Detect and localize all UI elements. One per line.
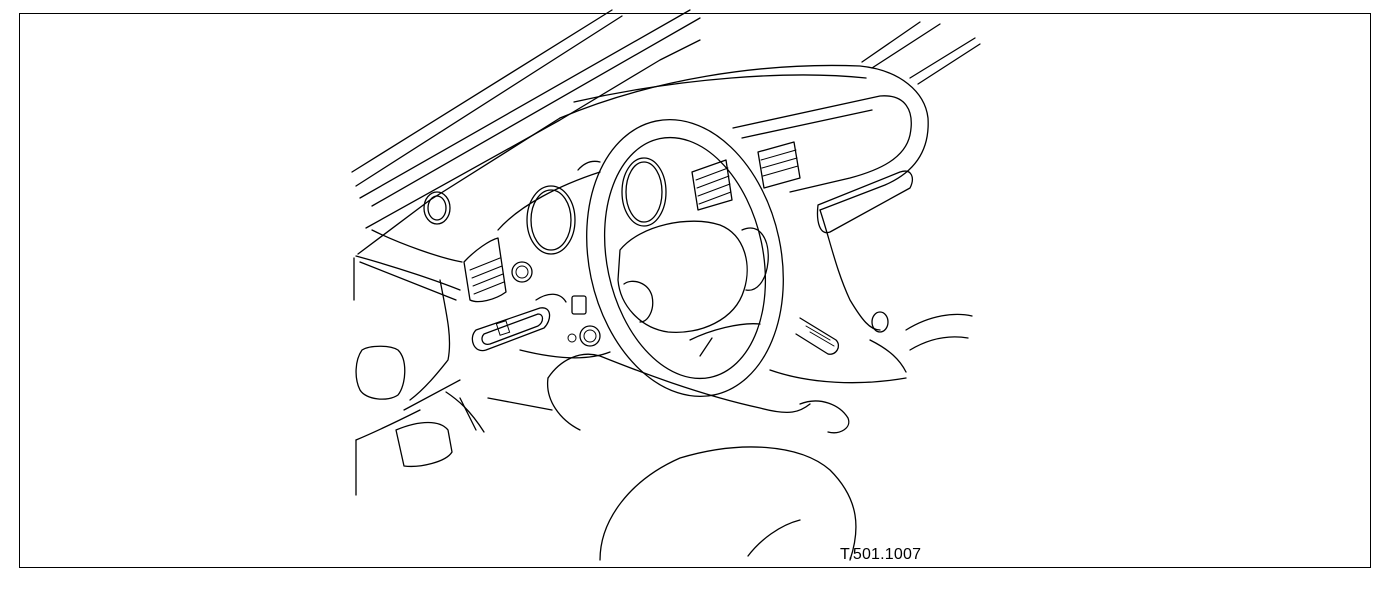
center-console [769,209,973,384]
left-air-vent [463,237,507,303]
instrument-cluster [497,157,667,283]
steering-wheel [586,118,784,398]
figure-reference-code: T.501.1007 [840,546,922,563]
driver-seat [487,353,857,561]
right-window-lines [861,21,981,85]
ignition-and-switches [519,293,611,359]
pedals [355,391,485,496]
lower-left-vent [471,307,551,352]
right-air-vent [757,141,801,189]
left-door-panel [355,191,463,411]
figure-frame [19,13,1371,568]
windshield-pillar [351,9,701,255]
center-air-vent [691,159,733,211]
dashboard-outline [353,64,929,301]
